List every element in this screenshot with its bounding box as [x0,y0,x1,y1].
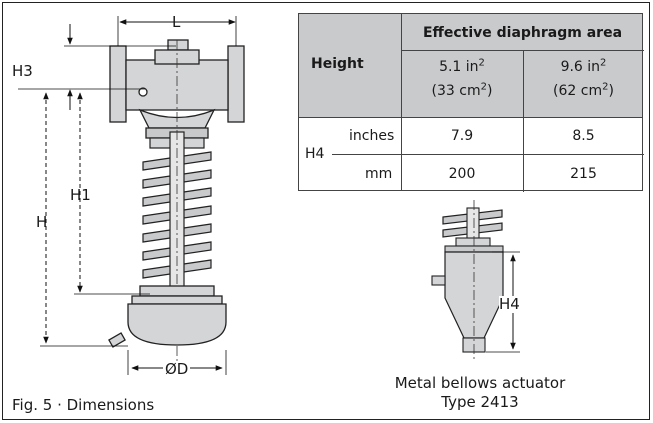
col2-cm-sup: 2 [602,81,609,93]
col1-cm-value: (33 cm [431,83,481,99]
table-row-label-h4: H4 [305,146,325,162]
table-col2-subheader: (62 cm2) [523,81,644,99]
table-header-background [299,14,642,117]
table-cell-inches-col2: 8.5 [572,128,595,144]
table-cell-mm-col2: 215 [570,166,597,182]
table-rule [341,154,644,155]
col2-cm-close: ) [608,83,614,99]
bellows-actuator-caption: Metal bellows actuator Type 2413 [330,374,630,412]
table-cell-mm-col1: 200 [448,166,476,182]
table-header-area: Effective diaphragm area [422,25,623,41]
table-col1-subheader: (33 cm2) [401,81,523,99]
bellows-caption-line2: Type 2413 [441,393,519,411]
table-header-height: Height [311,56,364,72]
col2-in-value: 9.6 in [560,59,601,75]
col1-in-value: 5.1 in [439,59,479,75]
col1-cm-sup: 2 [480,81,487,93]
col1-cm-close: ) [486,83,493,99]
col2-cm-value: (62 cm [553,83,603,99]
table-col2-header: 9.6 in2 [523,57,644,75]
dimensions-table: Height Effective diaphragm area 5.1 in2 … [298,13,644,192]
bellows-dim-label-h4: H4 [499,295,520,313]
col2-in-sup: 2 [600,57,607,69]
table-rule [523,50,524,192]
table-rule [401,50,644,51]
actuator-housing [108,285,227,348]
table-rule [332,154,341,155]
figure-caption: Fig. 5 · Dimensions [12,396,155,414]
dim-label-h: H [36,213,48,231]
table-unit-inches: inches [349,128,395,144]
dim-label-l: L [172,13,181,31]
dim-label-h1: H1 [70,186,91,204]
table-col1-header: 5.1 in2 [401,57,523,75]
table-rule [299,117,642,118]
col1-in-sup: 2 [478,57,485,69]
table-cell-inches-col1: 7.9 [450,128,474,144]
table-rule [401,14,402,190]
table-unit-mm: mm [365,166,393,182]
dim-label-d: ØD [163,360,191,378]
dim-label-h3: H3 [12,62,33,80]
bellows-caption-line1: Metal bellows actuator [394,374,566,392]
